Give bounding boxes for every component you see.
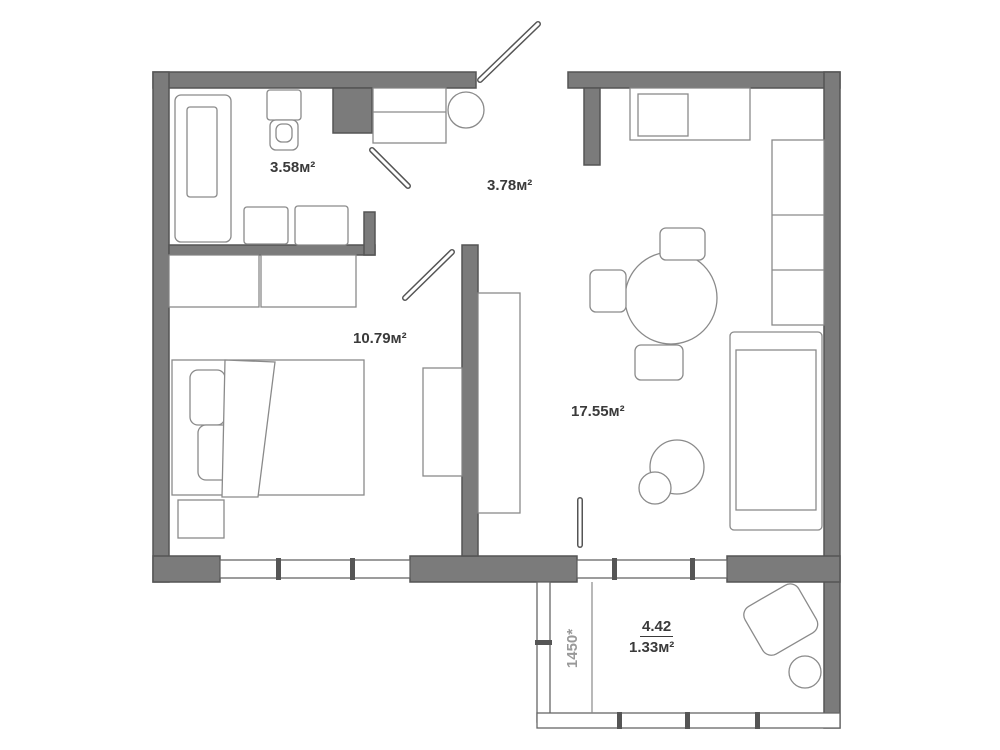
walls (152, 71, 841, 729)
washing-machine (294, 205, 349, 246)
bedroom-wardrobe (168, 254, 357, 308)
balcony-total-area: 4.42 (640, 618, 674, 637)
room-area-living: 17.55м² (571, 403, 625, 420)
room-area-hallway: 3.78м² (487, 177, 533, 194)
lounge-chair (743, 583, 819, 656)
tv-stand (477, 292, 521, 514)
bed (171, 359, 365, 498)
kitchen-counter (629, 87, 825, 326)
room-area-bathroom: 3.58м² (270, 159, 316, 176)
balcony-area: 1.33м² (629, 639, 675, 656)
dining-table (589, 227, 718, 381)
balcony-table (788, 655, 822, 689)
sofa (729, 331, 823, 531)
room-area-bedroom: 10.79м² (353, 330, 407, 347)
balcony-depth-dimension: 1450* (564, 628, 582, 669)
nightstand (177, 499, 225, 539)
dresser (422, 367, 463, 477)
bath-sink (243, 206, 289, 245)
windows (219, 558, 841, 729)
bathtub (174, 94, 232, 243)
hall-wardrobe (372, 87, 485, 144)
side-table (638, 471, 672, 505)
toilet (266, 89, 302, 151)
